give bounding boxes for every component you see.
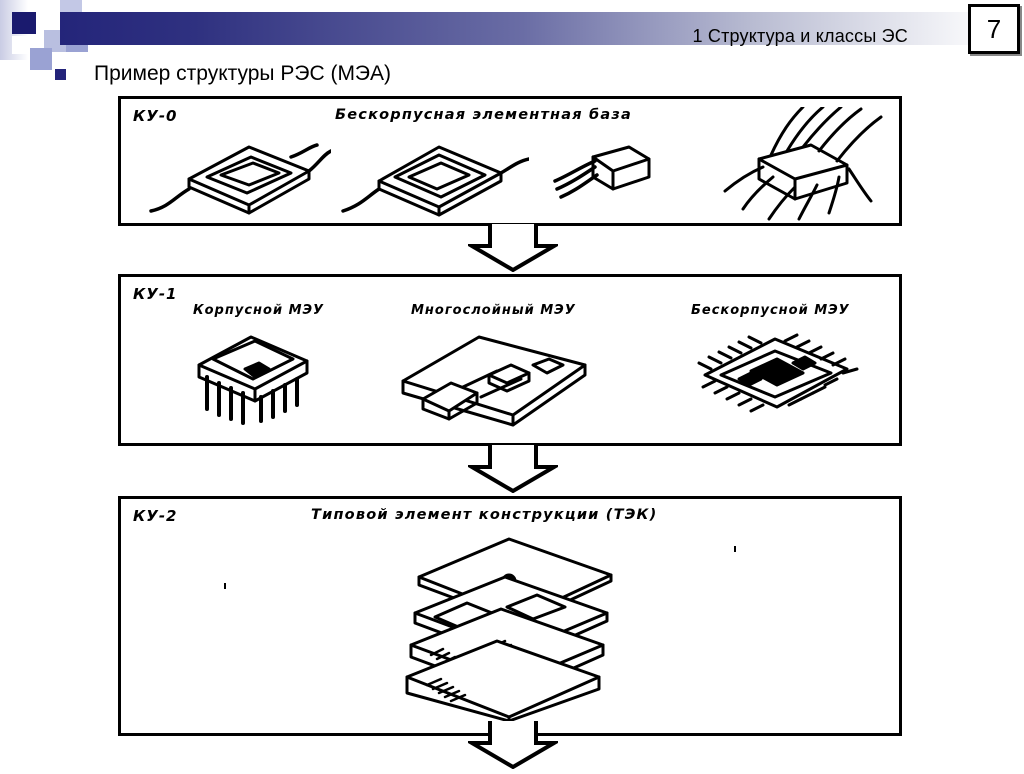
stage-title-ku2: Типовой элемент конструкции (ТЭК) bbox=[311, 507, 658, 523]
scan-artifact-mark-right bbox=[729, 543, 745, 559]
packaged-module-figure bbox=[181, 325, 331, 425]
square-bullet-icon bbox=[55, 68, 66, 80]
leadless-module-figure bbox=[681, 323, 871, 423]
header-gradient-bar bbox=[60, 12, 1024, 45]
slide-number-box: 7 bbox=[968, 4, 1020, 54]
down-arrow-icon-2 bbox=[464, 445, 562, 494]
multilayer-board-figure bbox=[393, 323, 593, 433]
down-arrow-icon-3 bbox=[464, 721, 562, 770]
bullet-text: Пример структуры РЭС (МЭА) bbox=[94, 62, 392, 85]
stage-label-ku1: КУ-1 bbox=[133, 285, 178, 303]
scan-artifact-mark-left bbox=[221, 579, 237, 595]
stage-box-ku1: КУ-1 Корпусной МЭУ Многослойный МЭУ Беск… bbox=[118, 274, 902, 446]
stage-box-ku0: КУ-0 Бескорпусная элементная база bbox=[118, 96, 902, 226]
header-square-bottom bbox=[30, 48, 52, 70]
header-square-white bbox=[12, 36, 30, 54]
structure-diagram: КУ-0 Бескорпусная элементная база bbox=[118, 96, 908, 770]
exploded-stack-assembly-figure bbox=[397, 531, 657, 721]
bare-chip-on-substrate-figure bbox=[141, 127, 331, 222]
item-label-korpusnoy: Корпусной МЭУ bbox=[193, 303, 325, 318]
small-chip-with-leads-figure bbox=[551, 133, 681, 213]
stage-label-ku2: КУ-2 bbox=[133, 507, 178, 525]
header-square-navy bbox=[12, 12, 36, 34]
down-arrow-icon-1 bbox=[464, 224, 562, 273]
slide-number: 7 bbox=[986, 14, 1002, 44]
stage-title-ku0: Бескорпусная элементная база bbox=[335, 107, 632, 123]
bare-frame-chip-figure bbox=[339, 125, 529, 220]
item-label-beskorpusnoy: Бескорпусной МЭУ bbox=[691, 303, 850, 318]
item-label-mnogosloyniy: Многослойный МЭУ bbox=[411, 303, 576, 318]
page-title: 1 Структура и классы ЭС bbox=[692, 26, 908, 46]
stage-label-ku0: КУ-0 bbox=[133, 107, 178, 125]
stage-box-ku2: КУ-2 Типовой элемент конструкции (ТЭК) bbox=[118, 496, 902, 736]
multi-lead-chip-figure bbox=[719, 107, 904, 222]
bullet-row: Пример структуры РЭС (МЭА) bbox=[55, 62, 391, 86]
